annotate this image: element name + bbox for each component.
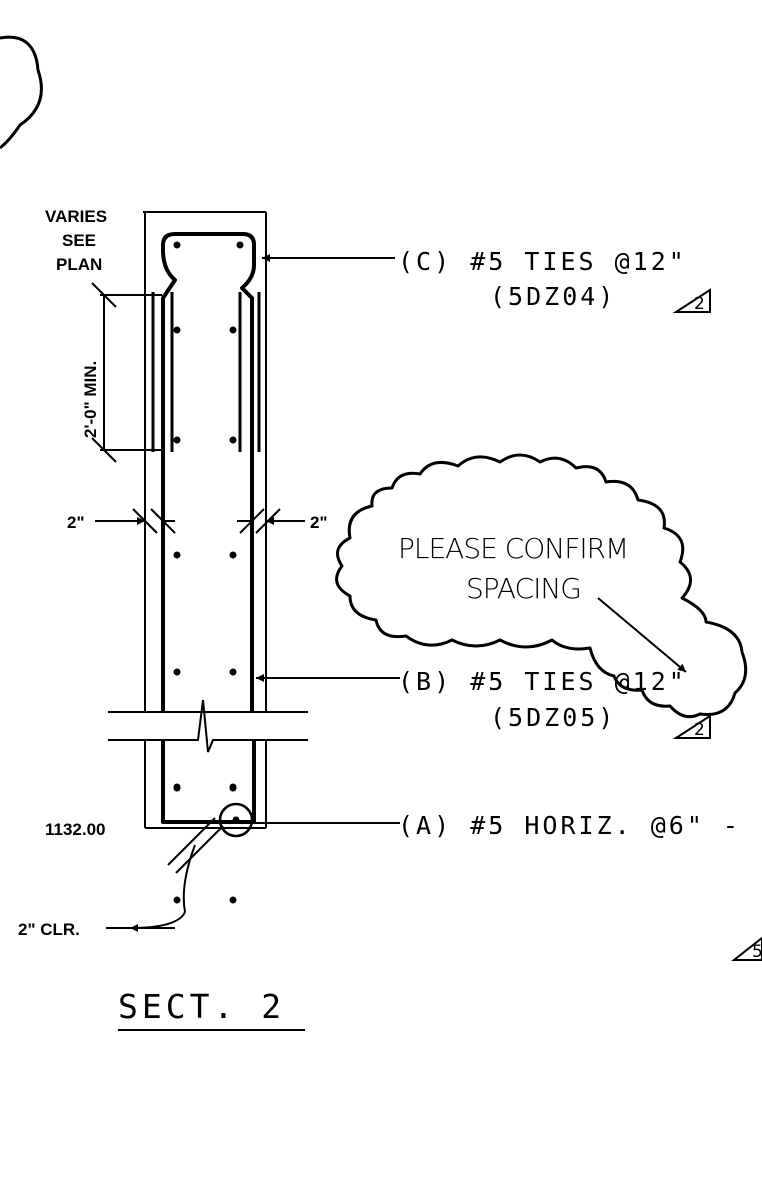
revision-triangle-c: 2	[672, 288, 711, 314]
cover-dimensions	[95, 508, 305, 534]
clear-cover-label: 2" CLR.	[18, 920, 80, 939]
revision-triangle-partial: 5	[731, 936, 762, 962]
revision-triangle-b: 2	[672, 714, 711, 740]
min-length-label: 2'-0" MIN.	[81, 361, 100, 438]
rebar-dots-lower	[173, 784, 237, 792]
varies-line-3: PLAN	[56, 255, 102, 274]
varies-line-1: VARIES	[45, 207, 107, 226]
callout-c-label: (C) #5 TIES @12"	[398, 247, 687, 276]
cover-left-label: 2"	[67, 513, 85, 532]
leader-lines	[252, 254, 400, 824]
revision-cloud	[335, 453, 748, 719]
cover-right-label: 2"	[310, 513, 328, 532]
break-line	[108, 699, 308, 753]
callout-b-label: (B) #5 TIES @12"	[398, 667, 687, 696]
rev-num-b: 2	[694, 720, 705, 740]
bar-a-dot	[232, 816, 240, 824]
revision-cloud-partial	[0, 35, 43, 150]
lap-bars	[151, 292, 261, 452]
elevation-label: 1132.00	[45, 820, 106, 839]
bar-a-circle	[218, 802, 254, 838]
section-title: SECT. 2	[118, 987, 285, 1026]
callout-c-mark: (5DZ04)	[490, 282, 616, 311]
min-length-dimension	[91, 282, 162, 463]
callout-a-label: (A) #5 HORIZ. @6" -	[398, 811, 741, 840]
rev-num-partial: 5	[752, 942, 762, 962]
varies-line-2: SEE	[62, 231, 96, 250]
rev-num-c: 2	[694, 294, 705, 314]
cloud-arrow	[597, 597, 687, 673]
cloud-note-line-2: SPACING	[466, 572, 581, 605]
callout-b-mark: (5DZ05)	[490, 703, 616, 732]
tie-bar	[161, 232, 256, 824]
bottom-clear-cover	[106, 817, 224, 932]
cloud-note-line-1: PLEASE CONFIRM	[398, 532, 628, 565]
